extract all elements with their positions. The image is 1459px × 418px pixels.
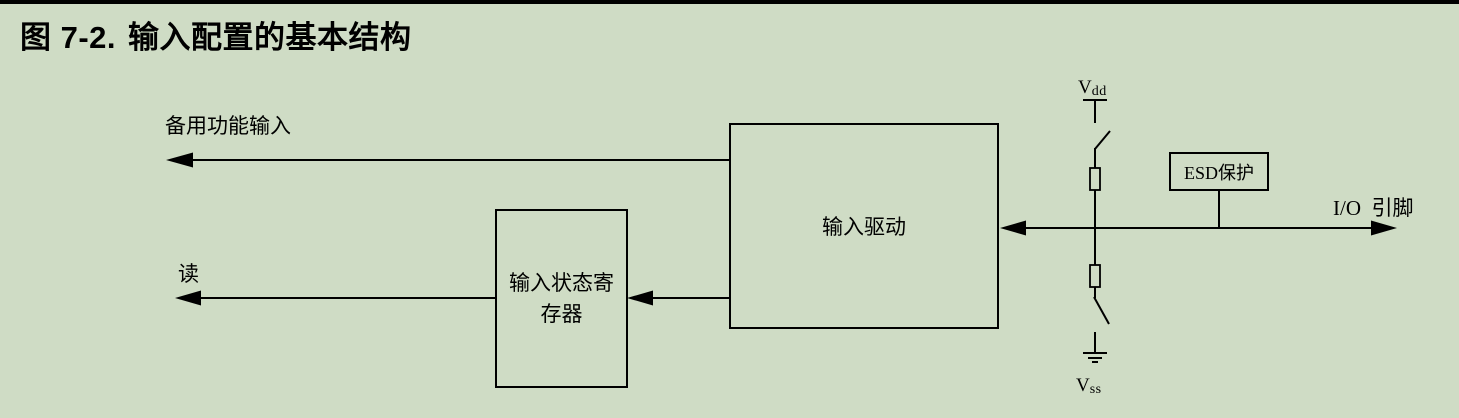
io-pin-label: I/O 引脚 [1333,196,1414,220]
input-driver-box [729,123,999,329]
read-arrowhead [175,290,201,306]
input-driver-label: 输入驱动 [822,215,906,239]
vdd-label: Vdd [1078,77,1107,99]
register-arrowhead [627,290,653,306]
esd-protection-box [1169,152,1269,227]
figure-number: 图 7-2. [20,20,117,55]
esd-protection-label: ESD保护 [1183,162,1254,183]
ground-symbol [1083,352,1107,363]
pull-down-resistor [1089,264,1101,288]
figure-name: 输入配置的基本结构 [128,20,412,55]
pull-down-network [1089,264,1110,353]
io-right-arrowhead [1371,220,1397,236]
input-status-register-label: 输入状态寄存器 [509,271,614,326]
pull-down-switch [1093,296,1110,325]
top-rule [0,0,1459,4]
pull-up-switch [1094,130,1111,150]
alt-function-input-label: 备用功能输入 [165,114,291,138]
pull-up-resistor [1089,167,1101,191]
vss-label: Vss [1076,375,1102,397]
figure-title: 图 7-2. 输入配置的基本结构 [20,12,412,57]
pull-up-network [1083,99,1111,265]
read-label: 读 [178,262,199,286]
alt-function-arrowhead [166,152,193,168]
io-left-arrowhead [1000,220,1026,236]
